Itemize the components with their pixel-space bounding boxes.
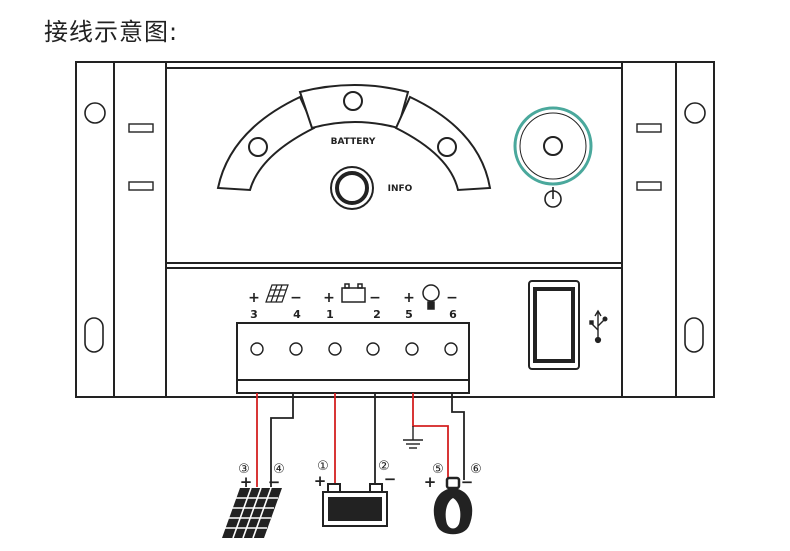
mark-2: ② xyxy=(378,459,390,474)
info-label: INFO xyxy=(388,184,413,194)
terminal-labels: + − 3 4 + − 1 2 + − 5 6 xyxy=(248,290,458,321)
screw-4 xyxy=(289,342,303,356)
load-plus: + xyxy=(403,290,415,306)
mark-5: ⑤ xyxy=(432,462,444,477)
solar-panel-grid xyxy=(225,487,278,539)
solar-wire-plus: + xyxy=(240,473,253,491)
lamp-device-icon xyxy=(433,476,473,535)
mount-slot-bottom-right xyxy=(684,317,704,353)
mount-slot-bottom-left xyxy=(84,317,104,353)
ground-icon xyxy=(403,426,423,449)
side-slots xyxy=(128,123,662,191)
load-wire-plus: + xyxy=(424,473,437,491)
battery-device-icon xyxy=(322,483,388,527)
power-knob[interactable] xyxy=(513,106,593,186)
diagram-title: 接线示意图: xyxy=(44,18,179,46)
mount-hole-top-left xyxy=(84,102,106,124)
terminal-block xyxy=(236,322,470,394)
led-right xyxy=(437,137,457,157)
terminal-num-5: 5 xyxy=(405,308,413,321)
screw-3 xyxy=(250,342,264,356)
solar-plus: + xyxy=(248,290,260,306)
mark-1: ① xyxy=(317,459,329,474)
usb-port[interactable] xyxy=(528,280,580,370)
solar-panel-icon xyxy=(265,284,289,303)
solar-minus: − xyxy=(290,290,302,306)
terminal-num-3: 3 xyxy=(250,308,258,321)
wires xyxy=(256,393,465,487)
battery-plus: + xyxy=(323,290,335,306)
wire-solar-negative xyxy=(270,393,294,487)
mark-4: ④ xyxy=(273,462,285,477)
mounting-holes xyxy=(84,102,706,353)
usb-icon xyxy=(589,309,608,344)
bulb-icon xyxy=(422,284,440,310)
arc-leds xyxy=(248,91,457,157)
terminal-num-6: 6 xyxy=(449,308,457,321)
battery-icon xyxy=(341,283,366,303)
battery-minus: − xyxy=(369,290,381,306)
load-minus: − xyxy=(446,290,458,306)
battery-wire-plus: + xyxy=(314,472,327,490)
mark-6: ⑥ xyxy=(470,462,482,477)
mount-hole-top-right xyxy=(684,102,706,124)
battery-label: BATTERY xyxy=(331,137,376,147)
terminal-num-4: 4 xyxy=(293,308,301,321)
led-left xyxy=(248,137,268,157)
wire-load-negative xyxy=(451,393,465,480)
wiring-labels: ③ ④ + − ① ② + − ⑤ ⑥ + − xyxy=(238,459,482,491)
screw-1 xyxy=(328,342,342,356)
terminal-screws[interactable] xyxy=(250,342,458,356)
screw-5 xyxy=(405,342,419,356)
screw-6 xyxy=(444,342,458,356)
power-icon xyxy=(544,187,562,208)
info-button[interactable] xyxy=(330,166,374,210)
terminal-num-2: 2 xyxy=(373,308,381,321)
led-middle xyxy=(343,91,363,111)
screw-2 xyxy=(366,342,380,356)
mark-3: ③ xyxy=(238,462,250,477)
load-wire-minus: − xyxy=(461,473,474,491)
battery-wire-minus: − xyxy=(384,470,397,488)
solar-wire-minus: − xyxy=(268,473,281,491)
wire-load-positive xyxy=(412,393,449,480)
terminal-num-1: 1 xyxy=(326,308,334,321)
